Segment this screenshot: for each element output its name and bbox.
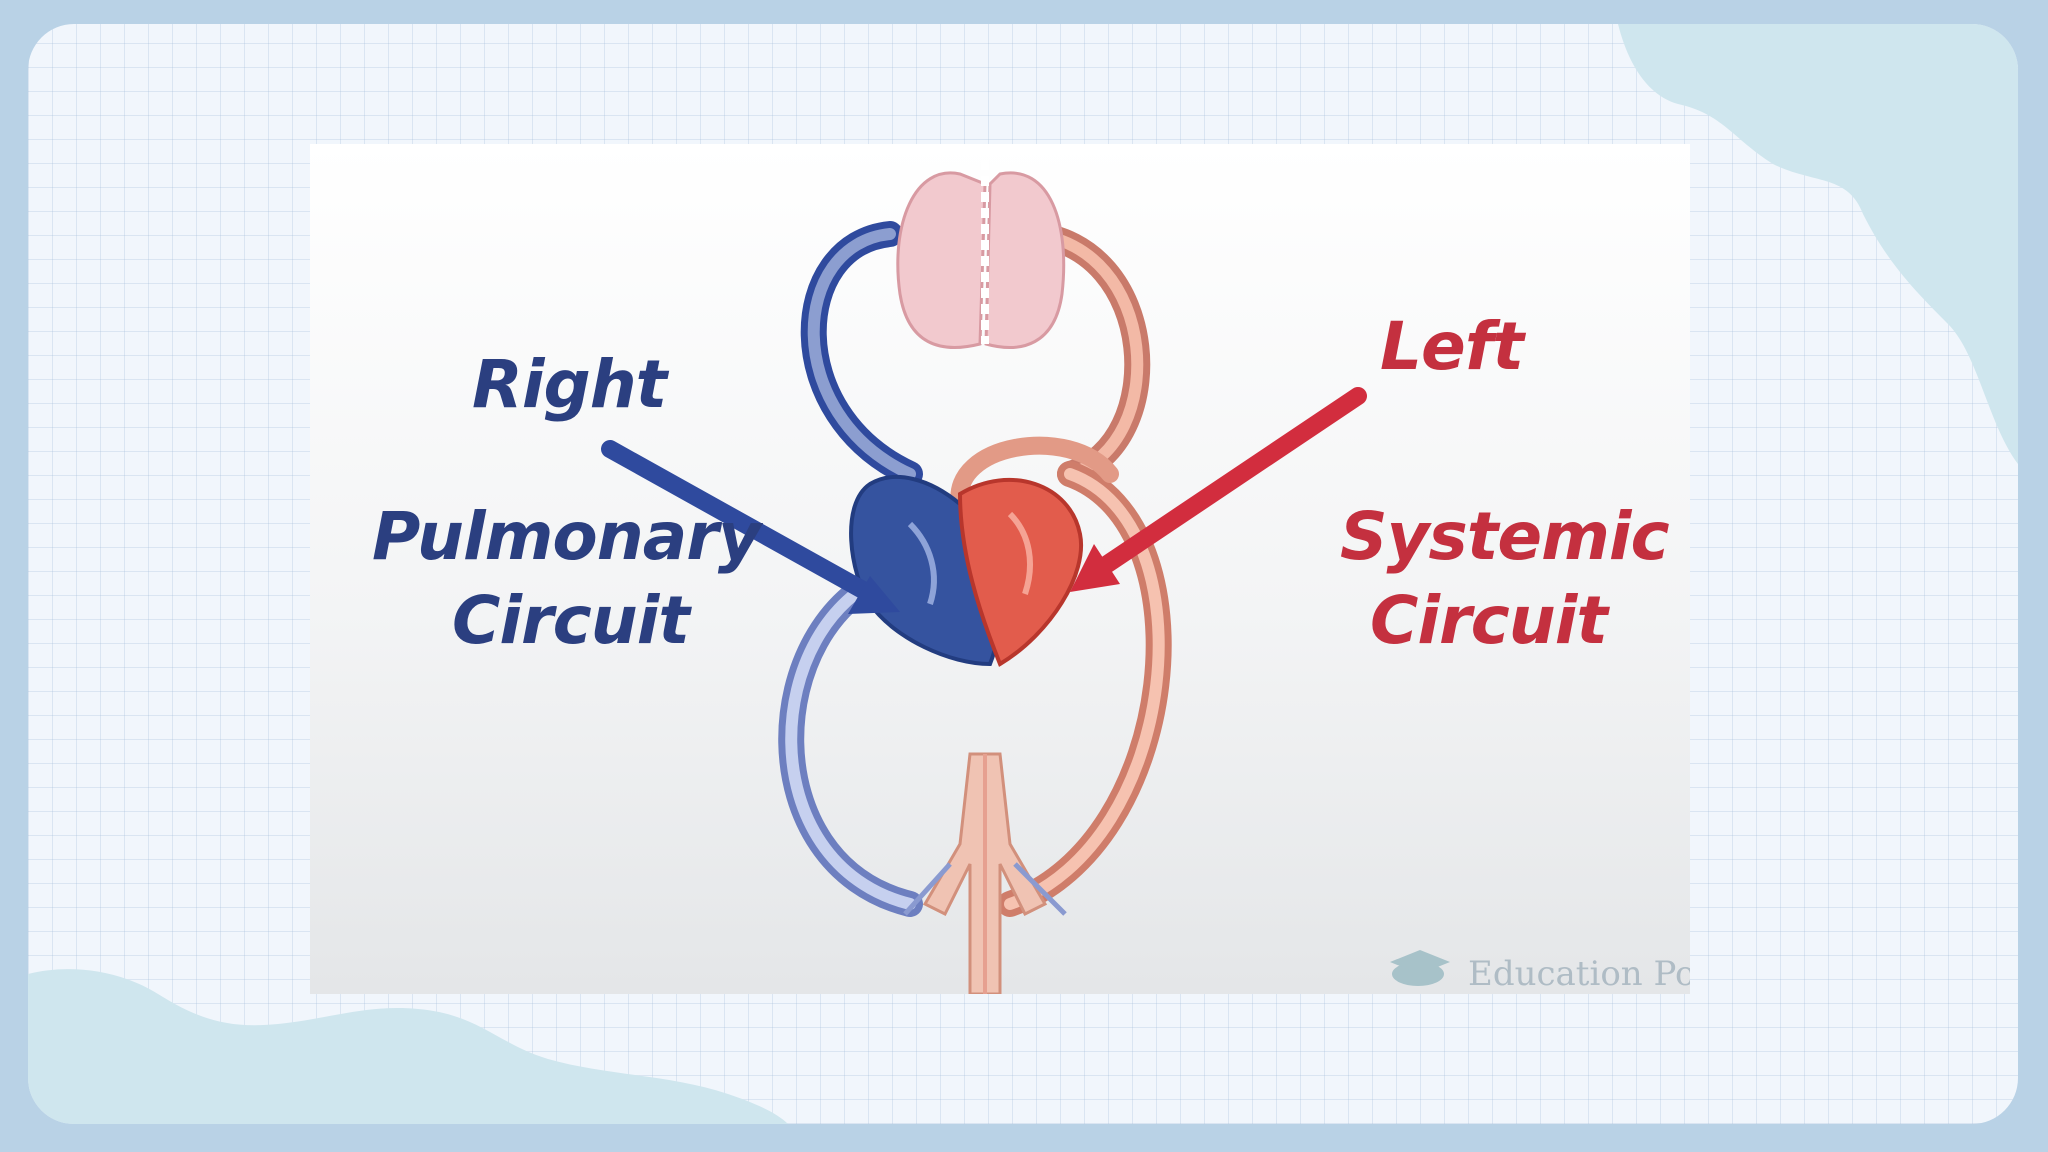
label-right: Right (472, 346, 667, 423)
circulation-diagram: Right Pulmonary Circuit Left Systemic Ci… (310, 144, 1690, 994)
watermark-text: Education Port (1468, 954, 1690, 994)
decorative-wave-bottom-left (28, 969, 788, 1124)
label-left: Left (1380, 308, 1524, 385)
heart-icon (849, 475, 1084, 667)
systemic-pointer-arrow (1070, 387, 1367, 592)
label-pulmonary: Pulmonary (372, 498, 761, 575)
graduation-cap-icon (1390, 950, 1450, 986)
slide-frame: Right Pulmonary Circuit Left Systemic Ci… (28, 24, 2018, 1124)
pulmonary-pointer-arrow (601, 440, 900, 614)
circulation-artwork (601, 144, 1450, 994)
label-pulmonary-circuit: Circuit (452, 582, 690, 659)
label-systemic-circuit: Circuit (1370, 582, 1608, 659)
label-systemic: Systemic (1340, 498, 1670, 575)
lungs-icon (896, 144, 1066, 349)
decorative-wave-top-right (1618, 24, 2018, 464)
body-icon (903, 752, 1067, 994)
